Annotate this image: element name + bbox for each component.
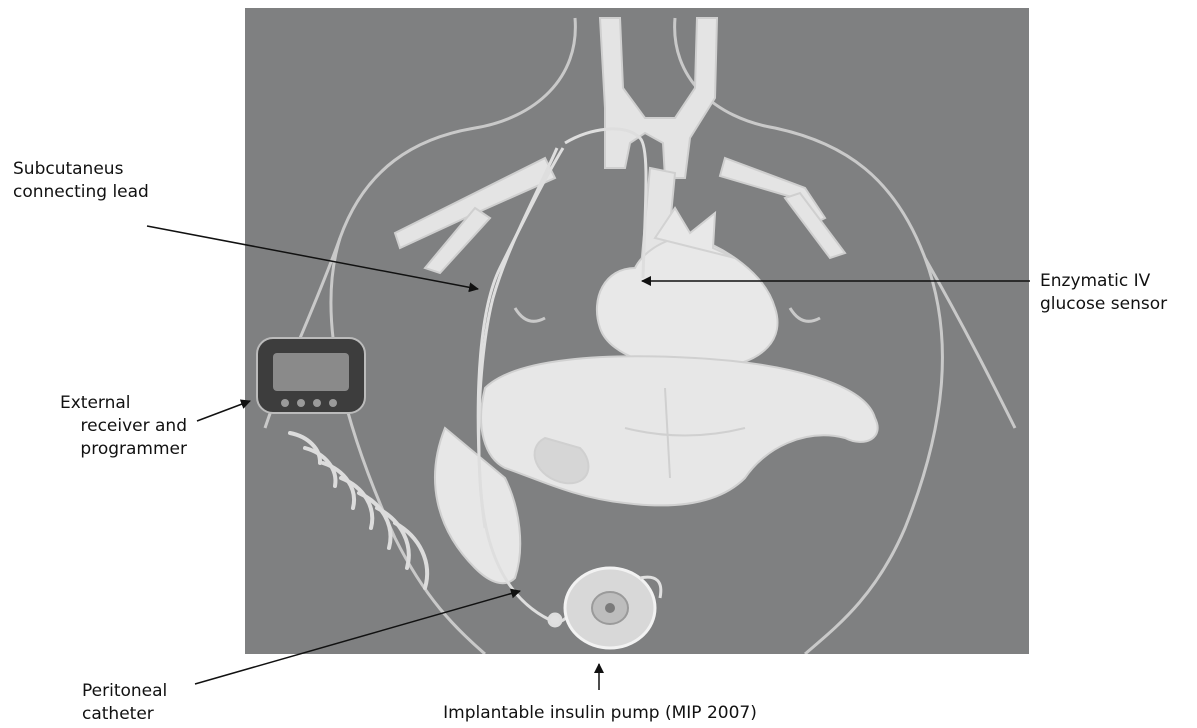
abdominal-organs (435, 356, 878, 583)
label-line: connecting lead (13, 181, 149, 204)
torso-drawing (245, 8, 1029, 654)
receiver-device-icon (257, 338, 365, 413)
anatomy-illustration (245, 8, 1029, 654)
label-line: glucose sensor (1040, 293, 1167, 316)
label-line: Subcutaneus (13, 158, 149, 181)
heart (597, 208, 778, 369)
great-vessels (395, 18, 845, 278)
arrow-receiver (197, 401, 250, 421)
label-peritoneal-catheter: Peritoneal catheter (82, 680, 167, 726)
label-glucose-sensor: Enzymatic IV glucose sensor (1040, 270, 1167, 316)
label-line: catheter (82, 703, 167, 726)
label-subcutaneus-lead: Subcutaneus connecting lead (13, 158, 149, 204)
label-line: Enzymatic IV (1040, 270, 1167, 293)
label-line: receiver and (40, 415, 187, 438)
label-line: Implantable insulin pump (MIP 2007) (420, 702, 780, 725)
label-insulin-pump: Implantable insulin pump (MIP 2007) (420, 702, 780, 725)
insulin-pump-icon (565, 568, 661, 648)
label-external-receiver: External receiver and programmer (40, 392, 187, 461)
label-line: Peritoneal (82, 680, 167, 703)
label-line: programmer (40, 438, 187, 461)
label-line: External (40, 392, 187, 415)
wireless-signal-icon (290, 433, 427, 588)
